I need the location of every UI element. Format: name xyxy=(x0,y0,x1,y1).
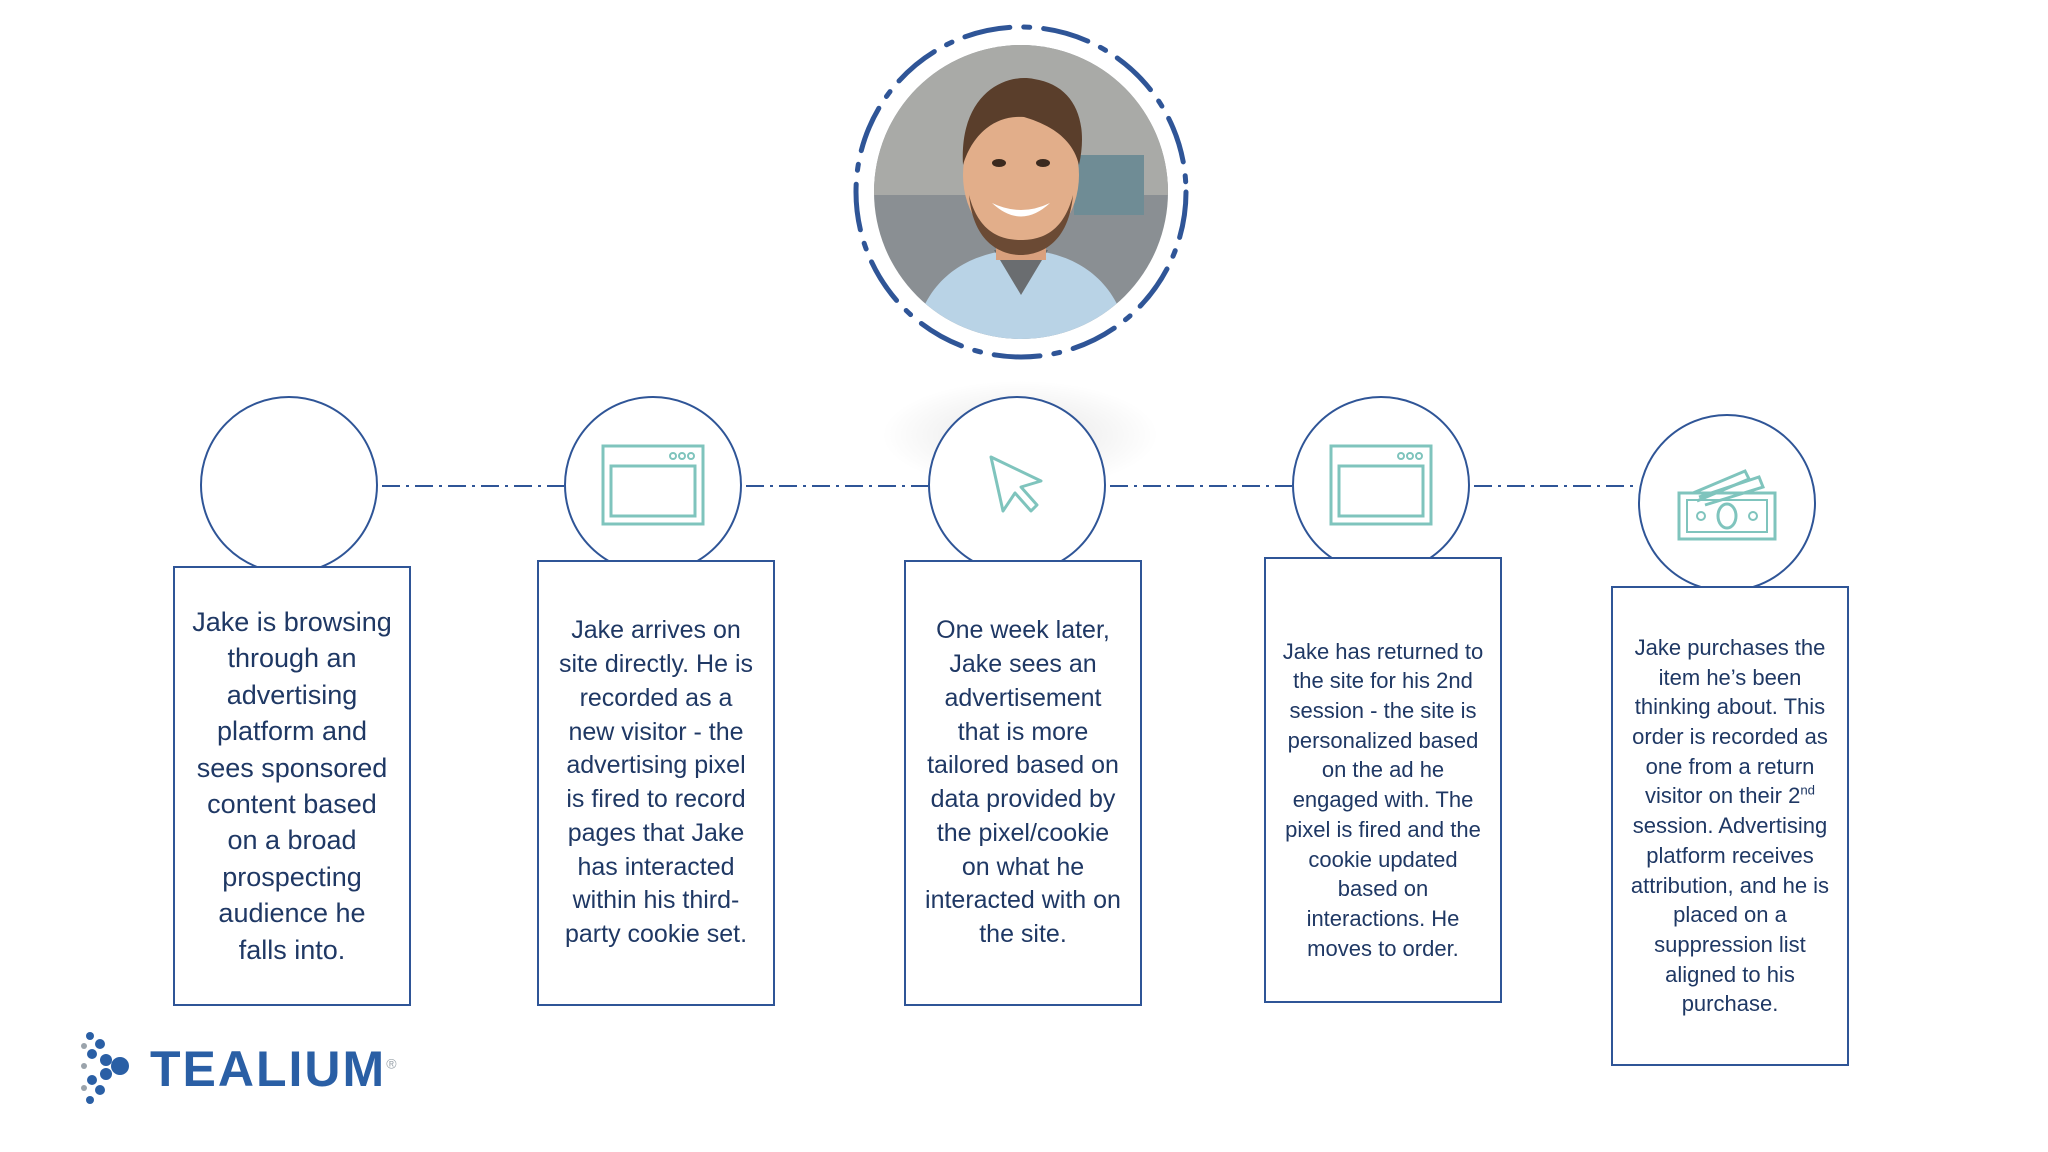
step-5-text-sup: nd xyxy=(1800,783,1815,799)
step-1-text: Jake is browsing through an advertising … xyxy=(192,606,392,965)
step-5-text: Jake purchases the item he’s been thinki… xyxy=(1629,633,1831,1019)
step-4-box: Jake has returned to the site for his 2n… xyxy=(1264,557,1502,1003)
avatar-ring xyxy=(853,24,1189,360)
step-3-box: One week later, Jake sees an advertiseme… xyxy=(904,560,1142,1006)
step-3-text: One week later, Jake sees an advertiseme… xyxy=(925,616,1121,948)
step-2-box: Jake arrives on site directly. He is rec… xyxy=(537,560,775,1006)
avatar-photo xyxy=(874,45,1168,339)
logo-text: TEALIUM xyxy=(150,1041,387,1097)
person-photo xyxy=(874,45,1168,339)
step-3-node xyxy=(928,396,1106,574)
step-5-box: Jake purchases the item he’s been thinki… xyxy=(1611,586,1849,1066)
browser-window-icon xyxy=(1329,444,1433,526)
step-5-node xyxy=(1638,414,1816,592)
step-4-text: Jake has returned to the site for his 2n… xyxy=(1282,638,1484,961)
step-1-node xyxy=(200,396,378,574)
logo-registered-mark: ® xyxy=(386,1055,399,1072)
browser-window-icon xyxy=(601,444,705,526)
cursor-arrow-icon xyxy=(989,455,1043,513)
step-1-box: Jake is browsing through an advertising … xyxy=(173,566,411,1006)
step-5-text-end: session. Advertising platform receives a… xyxy=(1630,813,1830,1017)
step-2-node xyxy=(564,396,742,574)
step-2-text: Jake arrives on site directly. He is rec… xyxy=(558,616,754,948)
step-5-text-main: Jake purchases the item he’s been thinki… xyxy=(1632,635,1828,809)
tealium-logo xyxy=(81,1032,129,1104)
step-4-node xyxy=(1292,396,1470,574)
money-icon xyxy=(1677,469,1777,541)
tealium-wordmark: TEALIUM® xyxy=(150,1040,399,1098)
